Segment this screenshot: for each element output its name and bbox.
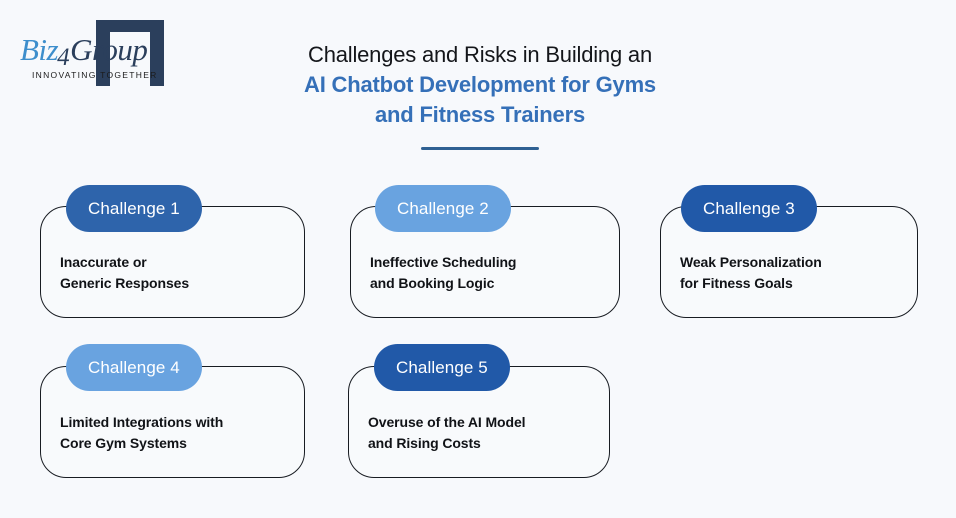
logo-wordmark: Biz4Group [20, 32, 148, 70]
logo-word-biz: Biz [20, 32, 59, 67]
page-title-line-2: AI Chatbot Development for Gyms [304, 72, 656, 97]
challenge-badge[interactable]: Challenge 2 [375, 185, 511, 232]
brand-logo: Biz4Group INNOVATING TOGETHER [18, 18, 168, 90]
logo-bracket-notch [110, 32, 150, 86]
logo-word-four: 4 [57, 44, 70, 71]
page-title: Challenges and Risks in Building an AI C… [222, 40, 738, 150]
challenge-badge[interactable]: Challenge 4 [66, 344, 202, 391]
page-title-line-1: Challenges and Risks in Building an [308, 42, 652, 67]
title-divider [421, 147, 539, 150]
challenge-card-text: Inaccurate or Generic Responses [60, 254, 190, 291]
challenge-card-text: Weak Personalization for Fitness Goals [680, 254, 822, 291]
challenge-badge[interactable]: Challenge 1 [66, 185, 202, 232]
page-title-line-3: and Fitness Trainers [375, 102, 585, 127]
challenge-card-text: Limited Integrations with Core Gym Syste… [60, 414, 224, 451]
challenge-badge[interactable]: Challenge 5 [374, 344, 510, 391]
challenge-card-text: Ineffective Scheduling and Booking Logic [370, 254, 517, 291]
logo-word-group: Group [70, 32, 148, 67]
challenge-card-text: Overuse of the AI Model and Rising Costs [368, 414, 526, 451]
logo-tagline: INNOVATING TOGETHER [32, 70, 158, 80]
challenge-badge[interactable]: Challenge 3 [681, 185, 817, 232]
